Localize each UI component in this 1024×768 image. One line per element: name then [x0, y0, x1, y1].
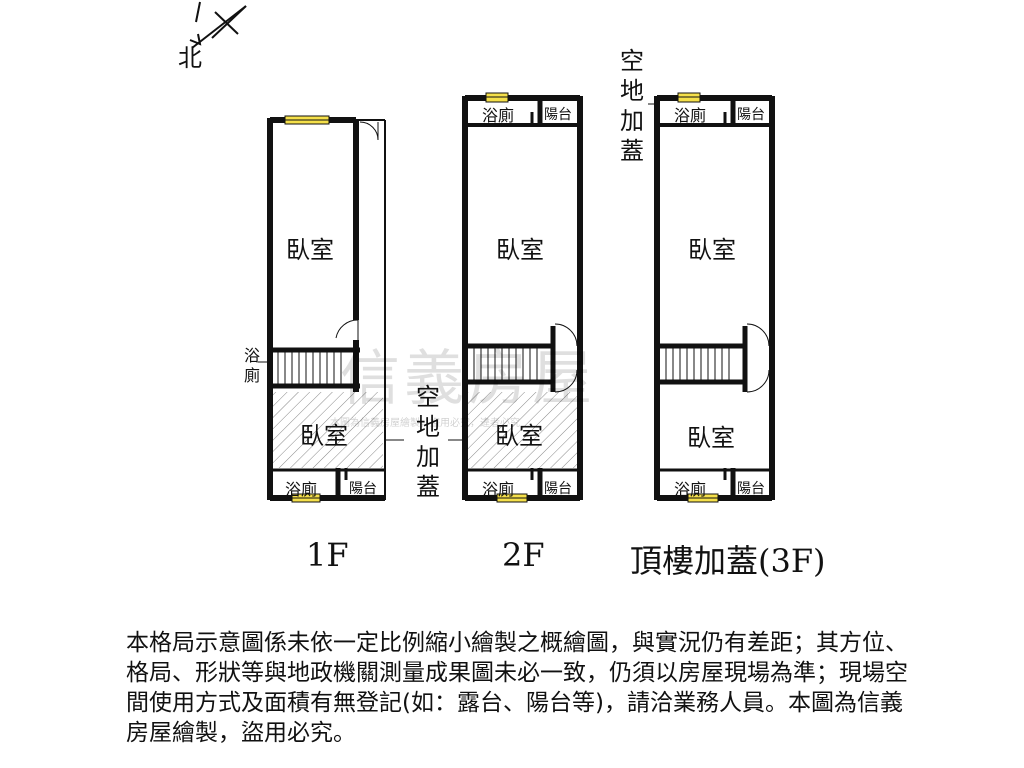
1f-side-bath: 浴廁 — [243, 346, 260, 385]
floor-3f-plan — [648, 92, 775, 503]
2f-bedroom-bottom: 臥室 — [495, 422, 543, 450]
open-space-extension-note-1: 空地加蓋 — [416, 383, 440, 501]
floor-label-2f: 2F — [502, 536, 545, 574]
disclaimer-text: 本格局示意圖係未依一定比例縮小繪製之概繪圖，與實況仍有差距；其方位、格局、形狀等… — [126, 630, 908, 746]
2f-balcony-top: 陽台 — [544, 107, 572, 123]
floor-label-3f: 頂樓加蓋(3F) — [630, 542, 826, 580]
2f-bedroom-top: 臥室 — [496, 236, 544, 264]
3f-bath-bottom: 浴廁 — [674, 480, 707, 499]
open-space-extension-note-2: 空地加蓋 — [620, 47, 644, 165]
floor-1f-plan — [258, 115, 386, 503]
3f-balcony-top: 陽台 — [737, 107, 765, 123]
compass-north-label: 北 — [178, 44, 202, 72]
watermark-logo: 信義房屋 — [340, 344, 596, 414]
3f-bath-top: 浴廁 — [674, 106, 707, 125]
3f-balcony-bottom: 陽台 — [737, 481, 765, 497]
floor-2f-plan — [462, 92, 583, 503]
2f-bath-top: 浴廁 — [482, 106, 515, 125]
1f-bedroom-bottom: 臥室 — [300, 422, 348, 450]
watermark-notice: 本圖為信義房屋繪製，盜用必究，違者必究 — [330, 418, 520, 429]
2f-bath-bottom: 浴廁 — [482, 480, 515, 499]
2f-balcony-bottom: 陽台 — [544, 481, 572, 497]
floor-label-1f: 1F — [306, 536, 349, 574]
3f-bedroom-top: 臥室 — [688, 236, 736, 264]
north-arrow-icon — [189, 1, 247, 49]
1f-bath-bottom: 浴廁 — [285, 480, 318, 499]
1f-bedroom-top: 臥室 — [286, 236, 334, 264]
3f-bedroom-bottom: 臥室 — [687, 424, 735, 452]
1f-balcony: 陽台 — [349, 481, 377, 497]
